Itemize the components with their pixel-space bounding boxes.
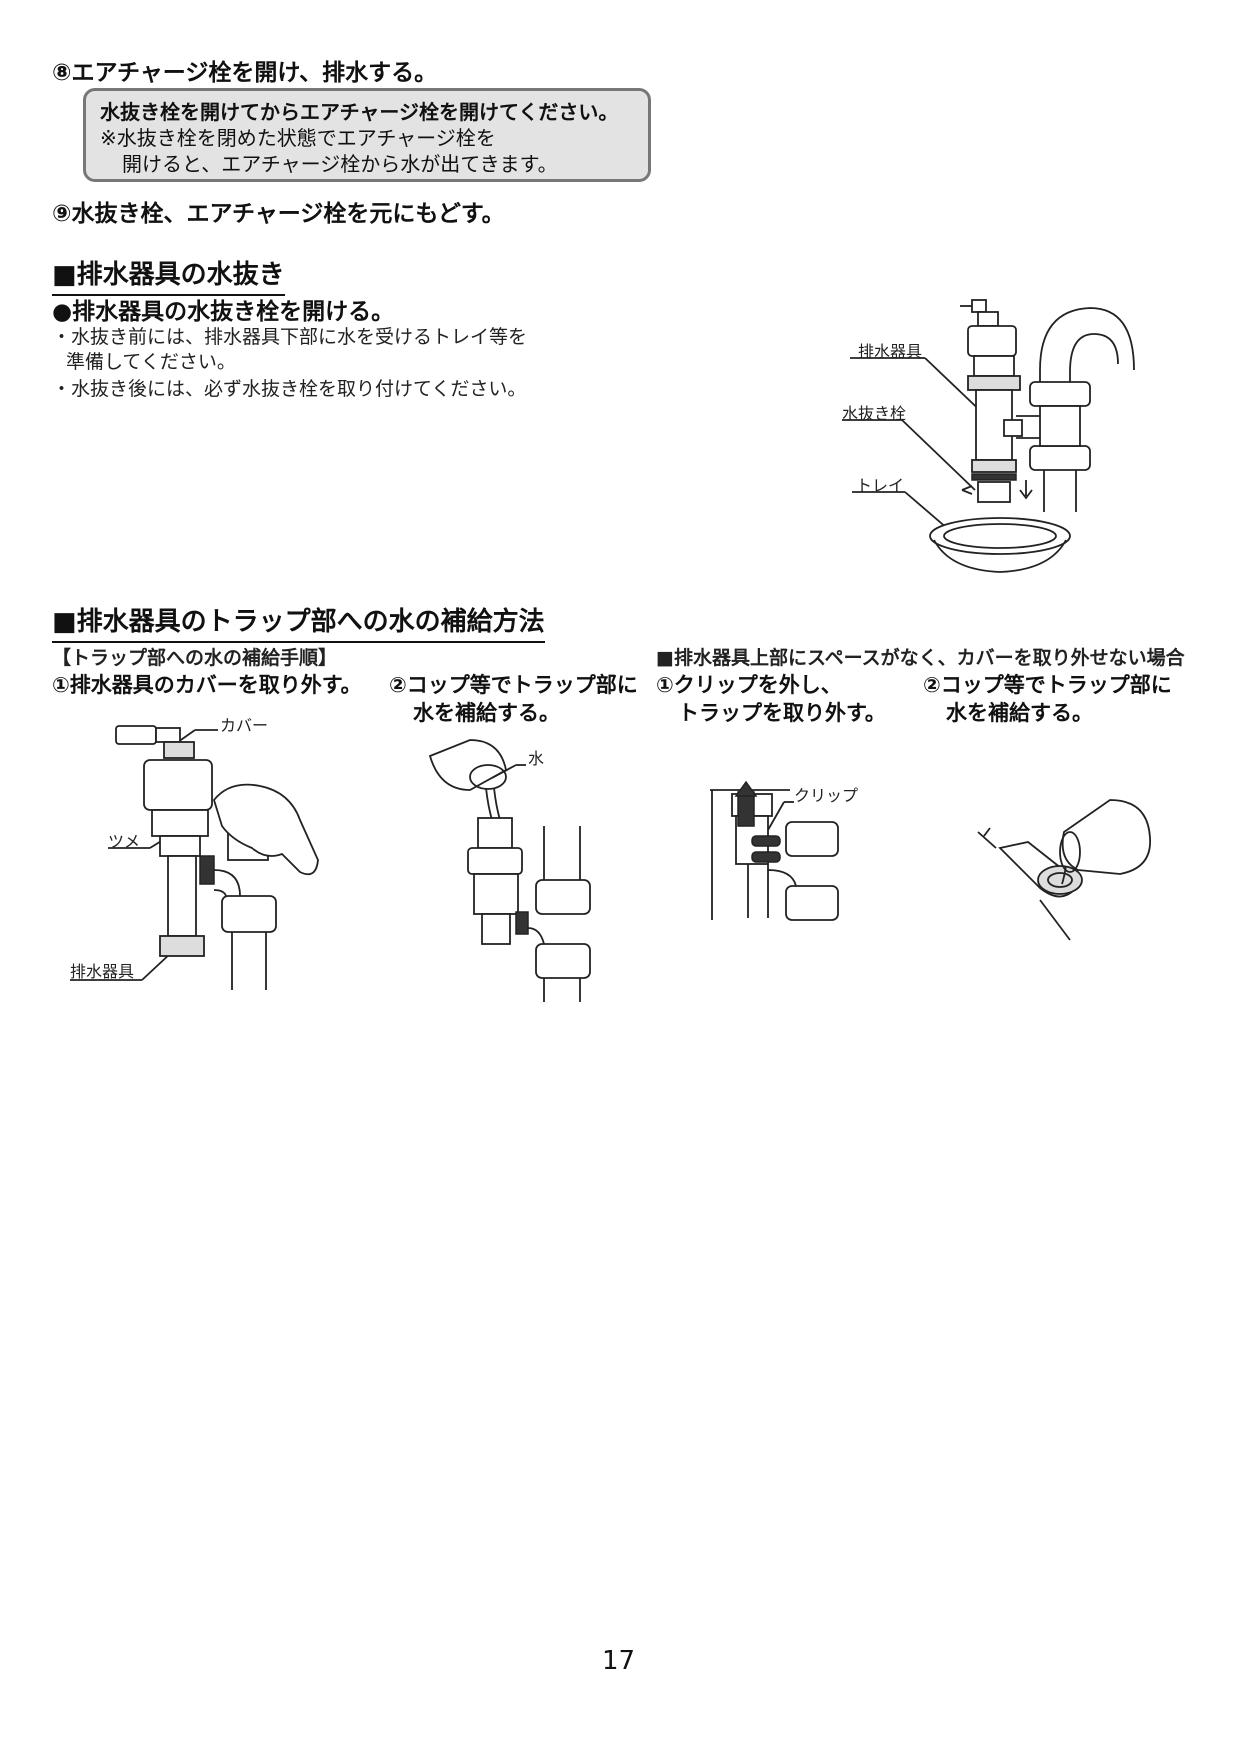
alt-step-1-line-1: ①クリップを外し、 <box>656 673 842 697</box>
trap-section-title: ■排水器具のトラップ部への水の補給方法 <box>52 601 545 643</box>
trap-step-1: ①排水器具のカバーを取り外す。 <box>52 673 362 697</box>
alt-procedure-heading: ■排水器具上部にスペースがなく、カバーを取り外せない場合 <box>656 647 1185 669</box>
caution-note-line-3: 開けると、エアチャージ栓から水が出てきます。 <box>122 152 558 176</box>
step-8-heading: ⑧エアチャージ栓を開け、排水する。 <box>52 60 438 86</box>
label-water: 水 <box>528 749 545 768</box>
label-drain-device: 排水器具 <box>858 342 923 361</box>
drain-bullet-2: ・水抜き後には、必ず水抜き栓を取り付けてください。 <box>52 378 527 400</box>
step-9-heading: ⑨水抜き栓、エアチャージ栓を元にもどす。 <box>52 201 505 227</box>
label-drain-plug: 水抜き栓 <box>842 404 907 423</box>
trap-procedure-heading: 【トラップ部への水の補給手順】 <box>52 647 338 669</box>
caution-note-box <box>83 88 651 182</box>
drain-section-subtitle: ●排水器具の水抜き栓を開ける。 <box>52 299 395 325</box>
label-cover: カバー <box>220 716 269 735</box>
caution-note-line-2: ※水抜き栓を閉めた状態でエアチャージ栓を <box>100 126 496 150</box>
caution-note-line-1: 水抜き栓を開けてからエアチャージ栓を開けてください。 <box>100 100 619 124</box>
drain-bullet-1-line-2: 準備してください。 <box>66 351 236 373</box>
page-number: 17 <box>602 1646 636 1676</box>
label-clip: クリップ <box>794 786 859 805</box>
alt-step-2-line-2: 水を補給する。 <box>946 701 1093 725</box>
alt-step-2-line-1: ②コップ等でトラップ部に <box>923 673 1172 697</box>
trap-step-2-line-2: 水を補給する。 <box>413 701 560 725</box>
label-claw: ツメ <box>108 832 141 851</box>
trap-step-2-line-1: ②コップ等でトラップ部に <box>389 673 638 697</box>
label-tray: トレイ <box>856 476 905 495</box>
drain-section-title: ■排水器具の水抜き <box>52 254 285 296</box>
drain-bullet-1-line-1: ・水抜き前には、排水器具下部に水を受けるトレイ等を <box>52 326 528 348</box>
label-device-bottom: 排水器具 <box>70 962 135 981</box>
alt-step-1-line-2: トラップを取り外す。 <box>678 701 886 725</box>
